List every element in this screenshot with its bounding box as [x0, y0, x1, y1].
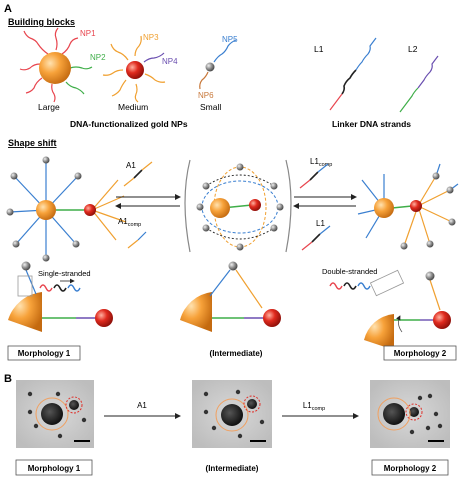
detail-intermediate: [180, 261, 281, 332]
assembly-morphology-1: [6, 156, 127, 262]
morph2-box-a: [383, 345, 457, 361]
a1comp-strand: [127, 231, 147, 249]
np5-label: NP5: [222, 35, 238, 44]
np4-label: NP4: [162, 57, 178, 66]
detail-morphology-1: [8, 261, 113, 332]
morph2-label-b: Morphology 2: [384, 464, 437, 473]
medium-np-group: [102, 35, 166, 103]
morph2-box-b: [371, 459, 449, 476]
linker-l1-label: L1: [314, 44, 324, 54]
l1-label: L1: [316, 219, 325, 228]
single-stranded-label: Single-stranded: [38, 269, 91, 278]
l1comp-strand: [299, 163, 329, 189]
a1-label: A1: [126, 161, 136, 170]
tem-a1-label: A1: [137, 401, 147, 410]
large-np-group: [19, 27, 93, 103]
intermediate-label-a: (Intermediate): [210, 349, 263, 358]
a1-strand-top: [123, 161, 153, 187]
l1-strand: [301, 225, 331, 251]
large-label: Large: [38, 102, 60, 112]
tem-image-morphology-1: [16, 380, 94, 448]
morph1-box-a: [7, 345, 81, 361]
intermediate-assembly: [184, 159, 292, 253]
tem-image-morphology-2: [370, 380, 450, 448]
panel-b-label: B: [4, 373, 12, 385]
morph1-label-a: Morphology 1: [18, 349, 71, 358]
l1comp-label: L1comp: [310, 157, 332, 168]
linker-l1: [329, 37, 377, 111]
linker-l2-label: L2: [408, 44, 418, 54]
large-gold-np: [39, 52, 71, 84]
assembly-morphology-2: [357, 163, 459, 250]
double-stranded-label: Double-stranded: [322, 267, 377, 276]
medium-red-np: [126, 61, 144, 79]
np3-label: NP3: [143, 33, 159, 42]
medium-label: Medium: [118, 102, 148, 112]
tem-image-intermediate: [192, 380, 272, 448]
caption-nps: DNA-functionalized gold NPs: [70, 119, 188, 129]
morph2-label-a: Morphology 2: [394, 349, 447, 358]
shape-shift-heading: Shape shift: [8, 138, 57, 148]
small-grey-np: [205, 62, 215, 72]
np2-label: NP2: [90, 53, 106, 62]
morph1-box-b: [15, 459, 93, 476]
morph1-label-b: Morphology 1: [28, 464, 81, 473]
intermediate-label-b: (Intermediate): [206, 464, 259, 473]
a1comp-label: A1comp: [118, 217, 141, 228]
building-blocks-heading: Building blocks: [8, 17, 75, 27]
panel-a-label: A: [4, 3, 12, 15]
small-label: Small: [200, 102, 221, 112]
caption-linkers: Linker DNA strands: [332, 119, 411, 129]
tem-l1comp-label: L1comp: [303, 401, 325, 412]
small-np-group: [199, 39, 237, 90]
np6-label: NP6: [198, 91, 214, 100]
detail-morphology-2: [329, 269, 451, 350]
linker-l2: [399, 55, 439, 113]
np1-label: NP1: [80, 29, 96, 38]
